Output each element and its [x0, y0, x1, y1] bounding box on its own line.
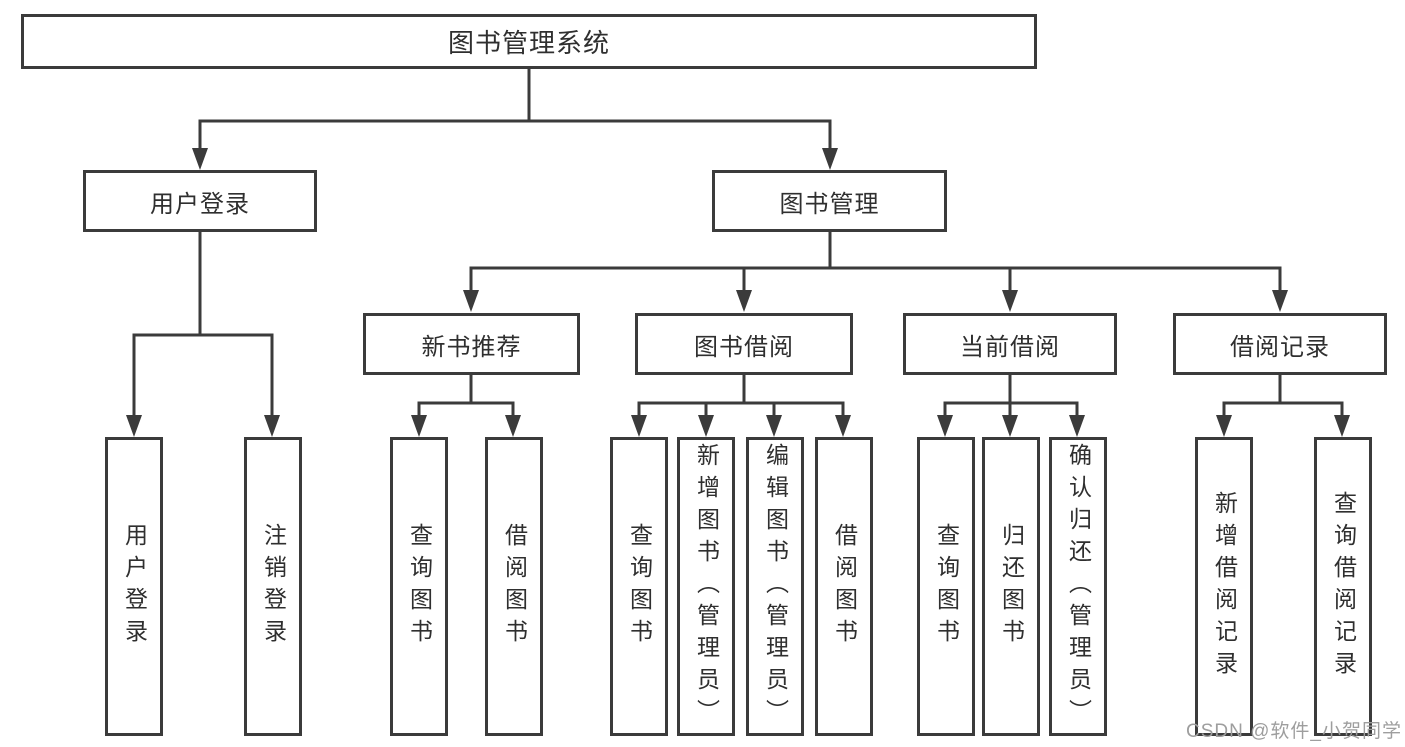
node-label: 注销登录: [260, 522, 287, 651]
node-borrow-books-recommend: 借阅图书: [485, 437, 543, 736]
node-label: 借阅图书: [831, 522, 858, 651]
node-edit-book-admin: 编辑图书（管理员）: [746, 437, 804, 736]
node-add-borrow-record: 新增借阅记录: [1195, 437, 1253, 736]
node-book-management-module: 图书管理: [712, 170, 947, 232]
node-return-book: 归还图书: [982, 437, 1040, 736]
node-current-borrowing: 当前借阅: [903, 313, 1117, 375]
node-query-borrow-record: 查询借阅记录: [1314, 437, 1372, 736]
node-user-login-module: 用户登录: [83, 170, 317, 232]
node-user-login: 用户登录: [105, 437, 163, 736]
node-label: 查询图书: [626, 522, 653, 651]
csdn-watermark: CSDN @软件_小贺同学: [1186, 721, 1402, 742]
node-label: 查询图书: [406, 522, 433, 651]
node-confirm-return-admin: 确认归还（管理员）: [1049, 437, 1107, 736]
node-query-books-current: 查询图书: [917, 437, 975, 736]
node-logout: 注销登录: [244, 437, 302, 736]
node-library-system: 图书管理系统: [21, 14, 1037, 69]
node-borrowing-records: 借阅记录: [1173, 313, 1387, 375]
node-book-borrowing: 图书借阅: [635, 313, 853, 375]
node-label: 新增图书（管理员）: [693, 442, 720, 731]
node-borrow-books: 借阅图书: [815, 437, 873, 736]
node-add-book-admin: 新增图书（管理员）: [677, 437, 735, 736]
node-query-books-borrow: 查询图书: [610, 437, 668, 736]
node-label: 编辑图书（管理员）: [762, 442, 789, 731]
node-query-books-recommend: 查询图书: [390, 437, 448, 736]
node-label: 查询借阅记录: [1330, 490, 1357, 683]
node-label: 归还图书: [998, 522, 1025, 651]
node-new-book-recommend: 新书推荐: [363, 313, 580, 375]
node-label: 借阅图书: [501, 522, 528, 651]
node-label: 确认归还（管理员）: [1065, 442, 1092, 731]
node-label: 新增借阅记录: [1211, 490, 1238, 683]
node-label: 查询图书: [933, 522, 960, 651]
node-label: 用户登录: [121, 522, 148, 651]
